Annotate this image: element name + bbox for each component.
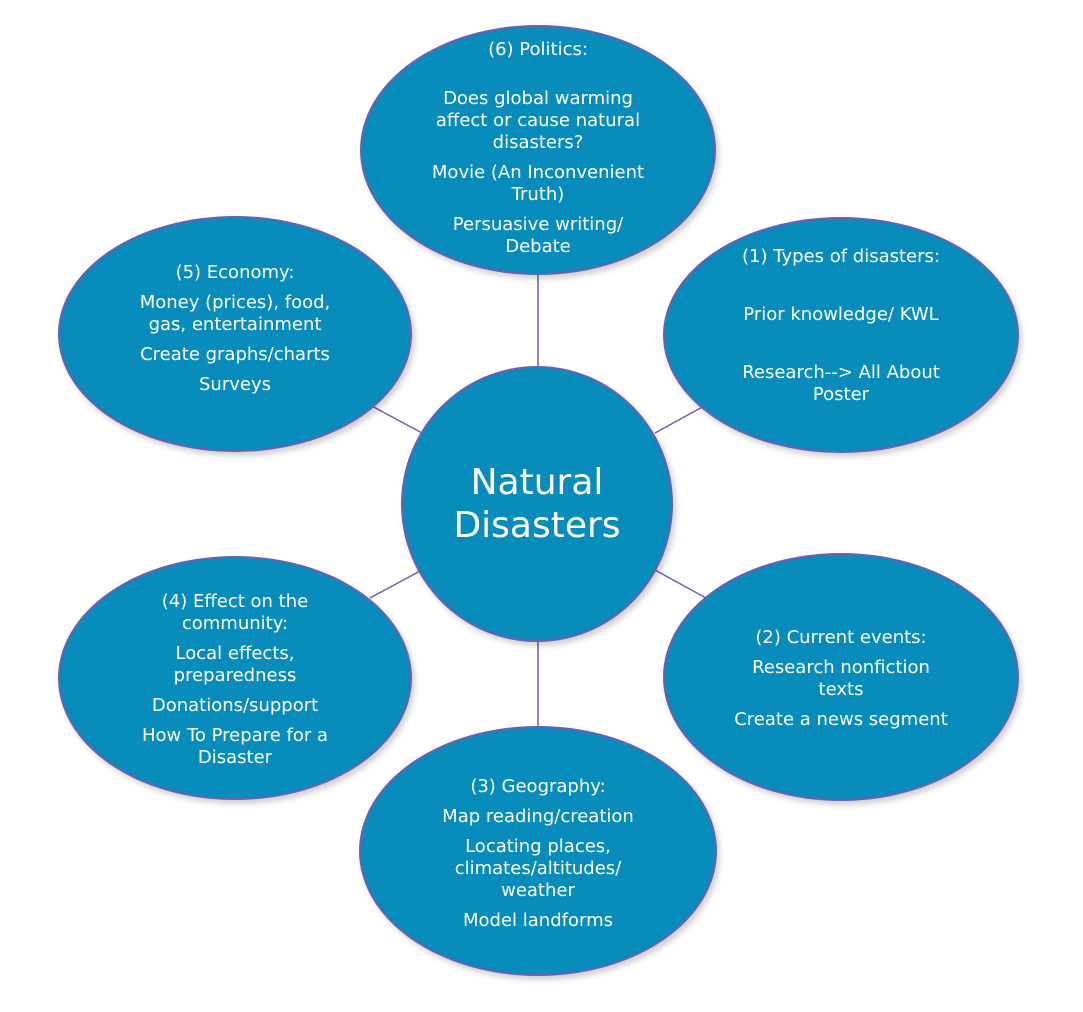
connector-economy [369,404,423,434]
node-community-item: How To Prepare for a Disaster [141,725,329,768]
node-effect-on-community: (4) Effect on the community: Local effec… [58,556,412,800]
node-economy-item: Create graphs/charts [140,344,330,365]
node-community-item: Local effects, preparedness [173,643,297,686]
connector-types [654,404,707,434]
central-topic-natural-disasters: Natural Disasters [401,366,673,642]
connector-community [369,569,423,599]
node-community-title: (4) Effect on the community: [161,591,309,634]
node-geography-item: Model landforms [463,910,613,931]
node-geography-title: (3) Geography: [470,776,606,797]
node-politics-item: Does global warming affect or cause natu… [435,88,641,153]
node-community-item: Donations/support [151,695,319,716]
node-current-item: Create a news segment [734,709,948,730]
node-types-item: Research--> All About Poster [742,362,940,405]
node-politics-title: (6) Politics: [488,39,588,60]
node-geography-item: Map reading/creation [442,806,634,827]
node-politics-item: Persuasive writing/ Debate [452,214,624,257]
node-current-events: (2) Current events: Research nonfiction … [663,553,1019,801]
node-geography: (3) Geography: Map reading/creation Loca… [359,726,717,976]
node-politics: (6) Politics: Does global warming affect… [360,25,716,275]
node-types-of-disasters: (1) Types of disasters: Prior knowledge/… [663,217,1019,453]
central-topic-label: Natural Disasters [453,462,621,546]
node-economy-item: Surveys [199,374,271,395]
node-geography-item: Locating places, climates/altitudes/ wea… [454,836,622,901]
node-current-item: Research nonfiction texts [752,657,930,700]
connector-current [654,569,707,599]
node-economy-title: (5) Economy: [175,262,295,283]
node-economy: (5) Economy: Money (prices), food, gas, … [58,216,412,452]
node-types-title: (1) Types of disasters: [742,246,940,267]
node-types-item: Prior knowledge/ KWL [743,304,939,325]
node-politics-item: Movie (An Inconvenient Truth) [431,162,645,205]
node-current-title: (2) Current events: [755,627,927,648]
node-economy-item: Money (prices), food, gas, entertainment [139,292,331,335]
